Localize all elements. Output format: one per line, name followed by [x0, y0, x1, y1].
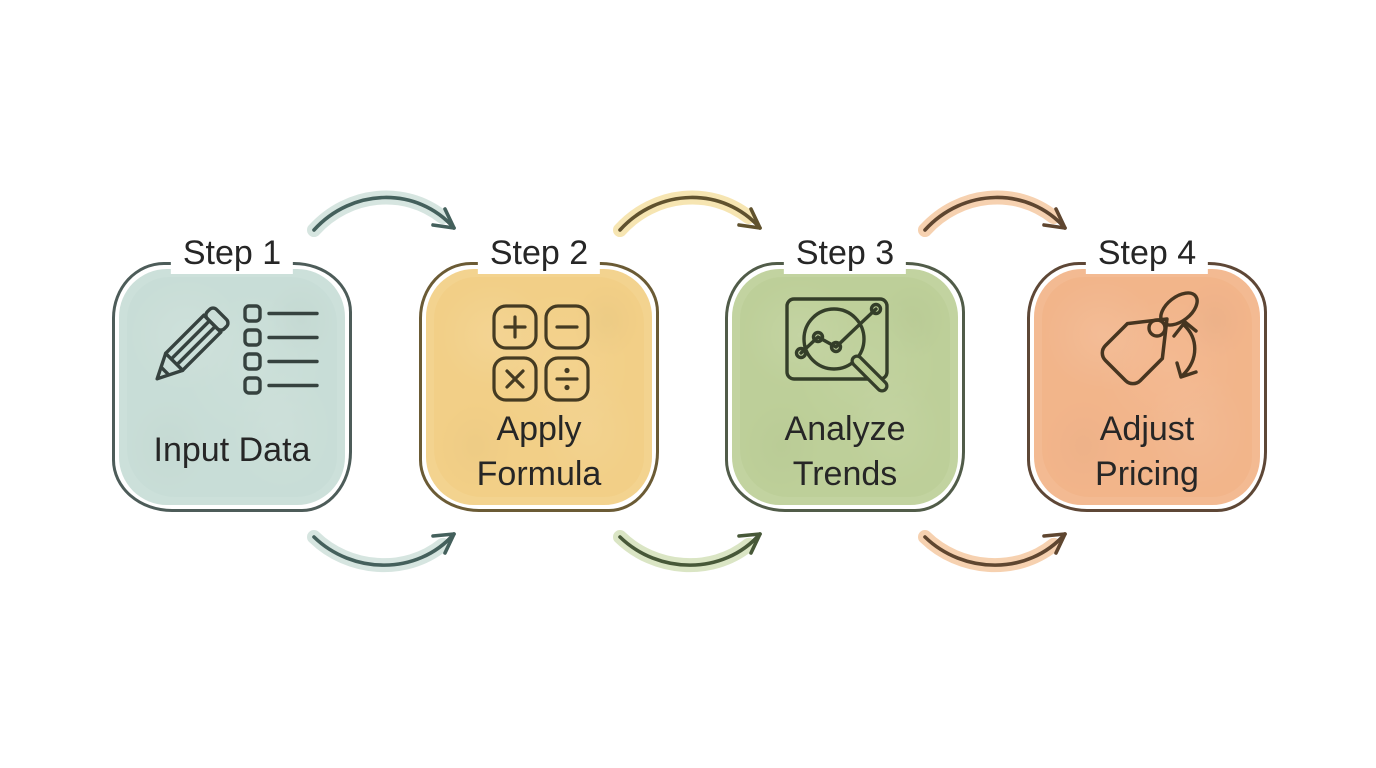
- arrow-bottom-step3-step4: [918, 527, 1072, 573]
- step-1-card: Step 1 Input Data: [112, 232, 352, 512]
- step-label: Analyze Trends: [784, 410, 906, 493]
- magnifier-chart-icon: [785, 297, 889, 393]
- arrow-top-step3-step4: [918, 190, 1072, 237]
- price-tag-swap-icon: [1100, 291, 1199, 386]
- step-3-card: Step 3 Analyze Trends: [725, 232, 965, 512]
- step-title: Step 2: [477, 232, 601, 274]
- watercolor-fill-layer: [1042, 277, 1252, 497]
- step-label: Apply Formula: [476, 410, 602, 493]
- step-label: Adjust Pricing: [1095, 410, 1199, 493]
- arrow-bottom-step1-step2: [307, 527, 461, 573]
- step-title: Step 1: [170, 232, 294, 274]
- watercolor-fill-layer: [434, 277, 644, 497]
- step-title: Step 4: [1085, 232, 1209, 274]
- pencil-checklist-icon: [155, 304, 319, 395]
- step-label: Input Data: [153, 431, 311, 469]
- step-4-card: Step 4 Adjust Pricing: [1027, 232, 1267, 512]
- arrow-top-step2-step3: [613, 190, 767, 237]
- step-title: Step 3: [783, 232, 907, 274]
- arrow-top-step1-step2: [307, 190, 461, 237]
- math-operations-icon: [492, 304, 590, 402]
- step-2-card: Step 2 Apply Formula: [419, 232, 659, 512]
- arrow-bottom-step2-step3: [613, 527, 767, 573]
- watercolor-fill-layer: [740, 277, 950, 497]
